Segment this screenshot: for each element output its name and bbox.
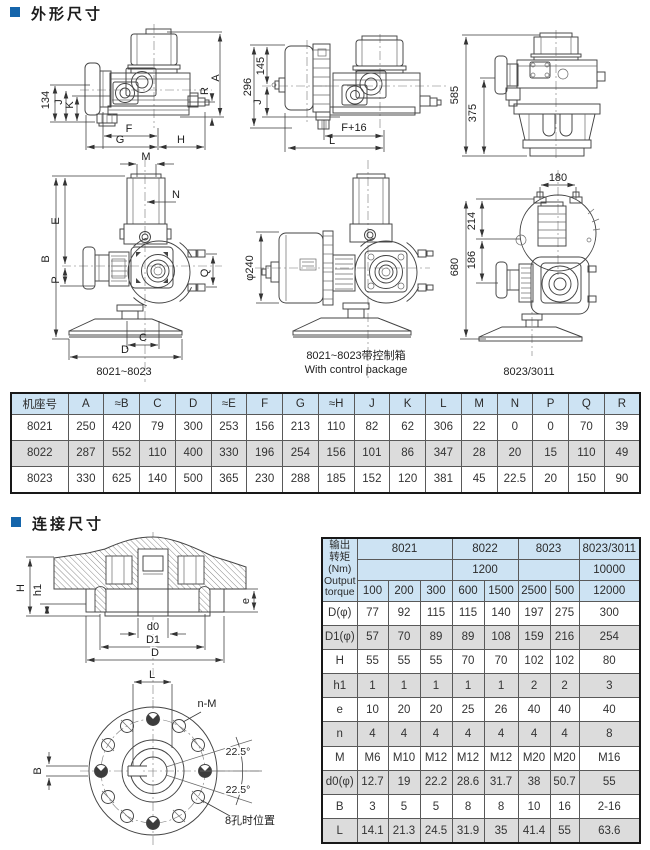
svg-text:H: H	[177, 134, 185, 146]
svg-text:L: L	[329, 135, 335, 147]
svg-text:B: B	[40, 255, 52, 262]
svg-text:e: e	[240, 598, 252, 604]
svg-text:F+16: F+16	[341, 122, 366, 134]
svg-text:D: D	[121, 344, 129, 356]
svg-text:D: D	[151, 647, 159, 659]
svg-text:A: A	[210, 74, 222, 82]
svg-text:R: R	[199, 87, 211, 95]
svg-text:8孔时位置: 8孔时位置	[225, 813, 275, 827]
svg-text:J: J	[53, 99, 65, 105]
svg-text:585: 585	[449, 86, 461, 104]
svg-text:K: K	[64, 101, 76, 109]
svg-text:φ240: φ240	[244, 255, 256, 281]
svg-text:22.5°: 22.5°	[226, 746, 251, 758]
svg-text:L: L	[149, 669, 155, 681]
svg-text:J: J	[252, 99, 264, 105]
svg-text:296: 296	[242, 78, 254, 96]
svg-text:C: C	[139, 332, 147, 344]
svg-text:214: 214	[466, 212, 478, 230]
svg-text:B: B	[32, 767, 44, 774]
svg-text:E: E	[50, 217, 62, 224]
svg-text:22.5°: 22.5°	[226, 784, 251, 796]
svg-text:Q: Q	[199, 268, 211, 277]
svg-text:P: P	[50, 276, 62, 283]
svg-text:H: H	[15, 584, 27, 592]
svg-text:G: G	[116, 134, 125, 146]
svg-text:134: 134	[40, 91, 52, 109]
svg-text:680: 680	[449, 258, 461, 276]
svg-text:F: F	[126, 123, 133, 135]
svg-text:D1: D1	[146, 634, 160, 646]
svg-text:M: M	[141, 151, 150, 163]
svg-text:375: 375	[467, 104, 479, 122]
svg-text:n-M: n-M	[198, 698, 217, 710]
svg-text:h1: h1	[32, 584, 44, 596]
svg-text:145: 145	[255, 57, 267, 75]
svg-text:N: N	[172, 189, 180, 201]
svg-text:180: 180	[549, 172, 567, 184]
svg-text:d0: d0	[147, 621, 159, 633]
svg-text:186: 186	[466, 251, 478, 269]
